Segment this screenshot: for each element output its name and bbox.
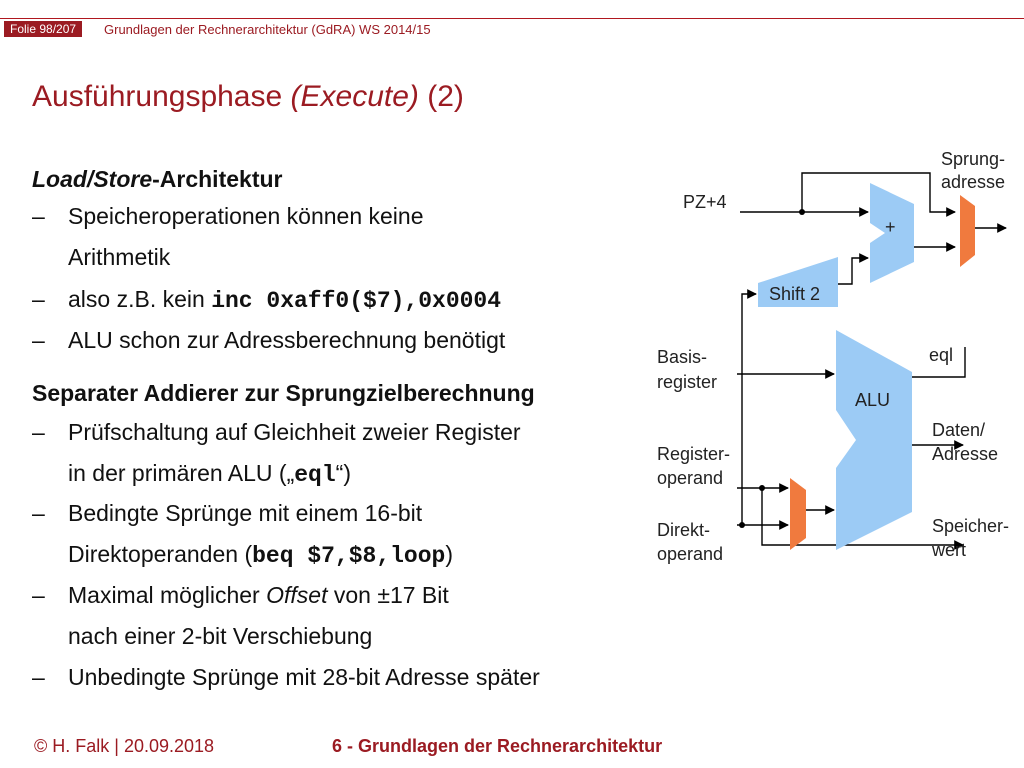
label-regop2: operand [657,468,723,488]
text-segment: Maximal möglicher [68,582,267,608]
course-title: Grundlagen der Rechnerarchitektur (GdRA)… [104,22,431,37]
label-regop1: Register- [657,444,730,464]
section1-heading-rest: -Architektur [152,166,283,192]
list-item-text: Arithmetik [68,244,171,270]
label-basis1: Basis- [657,347,707,367]
list-item-text: Bedingte Sprünge mit einem 16-bit [68,500,423,526]
text-segment: von ±17 Bit [327,582,449,608]
footer-author: © H. Falk | 20.09.2018 [34,736,215,756]
label-basis2: register [657,372,717,392]
footer-chapter: 6 - Grundlagen der Rechnerarchitektur [332,736,663,756]
label-direkt2: operand [657,544,723,564]
wire-speicherwert [761,488,964,550]
junction-dot [799,209,805,215]
bullet-dash: – [32,203,45,229]
wire-pz4-mux [801,172,956,217]
bullet-dash: – [32,500,45,526]
code-snippet: inc 0xaff0($7),0x0004 [211,288,502,314]
section1-heading: Load/Store-Architektur [32,166,282,193]
header-rule [0,18,1024,19]
label-plus: + [885,217,896,237]
label-sprung1: Sprung- [941,149,1005,169]
junction-dot [759,485,765,491]
junction-dot [739,522,745,528]
list-item-text: Prüfschaltung auf Gleichheit zweier Regi… [68,419,521,445]
label-pz4: PZ+4 [683,192,727,212]
label-speicher2: wert [931,540,966,560]
mux-sprung [960,195,975,267]
text-segment: ) [445,541,454,567]
list-item-text: Unbedingte Sprünge mit 28-bit Adresse sp… [68,664,540,690]
adder-unit [870,183,914,283]
list-item-text: ALU schon zur Adressberechnung benötigt [68,327,506,353]
bullet-dash: – [32,582,45,608]
title-italic: (Execute) [290,80,419,113]
label-eql: eql [929,345,953,365]
label-daten2: Adresse [932,444,998,464]
label-direkt1: Direkt- [657,520,710,540]
list-item-text: nach einer 2-bit Verschiebung [68,623,373,649]
label-sprung2: adresse [941,172,1005,192]
code-snippet: eql [294,462,336,488]
list-item-text: Speicheroperationen können keine [68,203,424,229]
text-segment: Direktoperanden ( [68,541,253,567]
section2-heading: Separater Addierer zur Sprungzielberechn… [32,380,535,406]
title-main: Ausführungsphase [32,80,291,113]
label-daten1: Daten/ [932,420,985,440]
text-segment: also z.B. kein [68,286,212,312]
list-item-text: also z.B. kein inc 0xaff0($7),0x0004 [68,286,501,314]
italic-term: Offset [266,582,328,608]
wire-shift-adder [838,253,869,285]
code-snippet: beq $7,$8,loop [252,543,446,569]
title-suffix: (2) [418,80,464,113]
slide-number-badge: Folie 98/207 [4,21,83,37]
bullet-dash: – [32,286,45,312]
shift2-unit [758,257,838,307]
section1-heading-italic: Load/Store [32,166,153,192]
bullet-dash: – [32,419,45,445]
label-shift: Shift 2 [769,284,820,304]
mux-operand [790,478,806,550]
list-item-text: in der primären ALU („eql“) [68,460,351,488]
list-item-text: Direktoperanden (beq $7,$8,loop) [68,541,453,569]
bullet-dash: – [32,664,45,690]
text-segment: in der primären ALU („ [68,460,295,486]
bullet-dash: – [32,327,45,353]
text-segment: “) [335,460,351,486]
list-item-text: Maximal möglicher Offset von ±17 Bit [68,582,449,609]
alu-unit [836,330,912,550]
wire-eql [912,347,966,378]
datapath-diagram: PZ+4 Sprung- adresse + Shift 2 Basis- re… [657,149,1009,564]
wire-direkt-shift [741,289,757,525]
label-speicher1: Speicher- [932,516,1009,536]
slide-title: Ausführungsphase (Execute) (2) [32,80,464,114]
label-alu: ALU [855,390,890,410]
